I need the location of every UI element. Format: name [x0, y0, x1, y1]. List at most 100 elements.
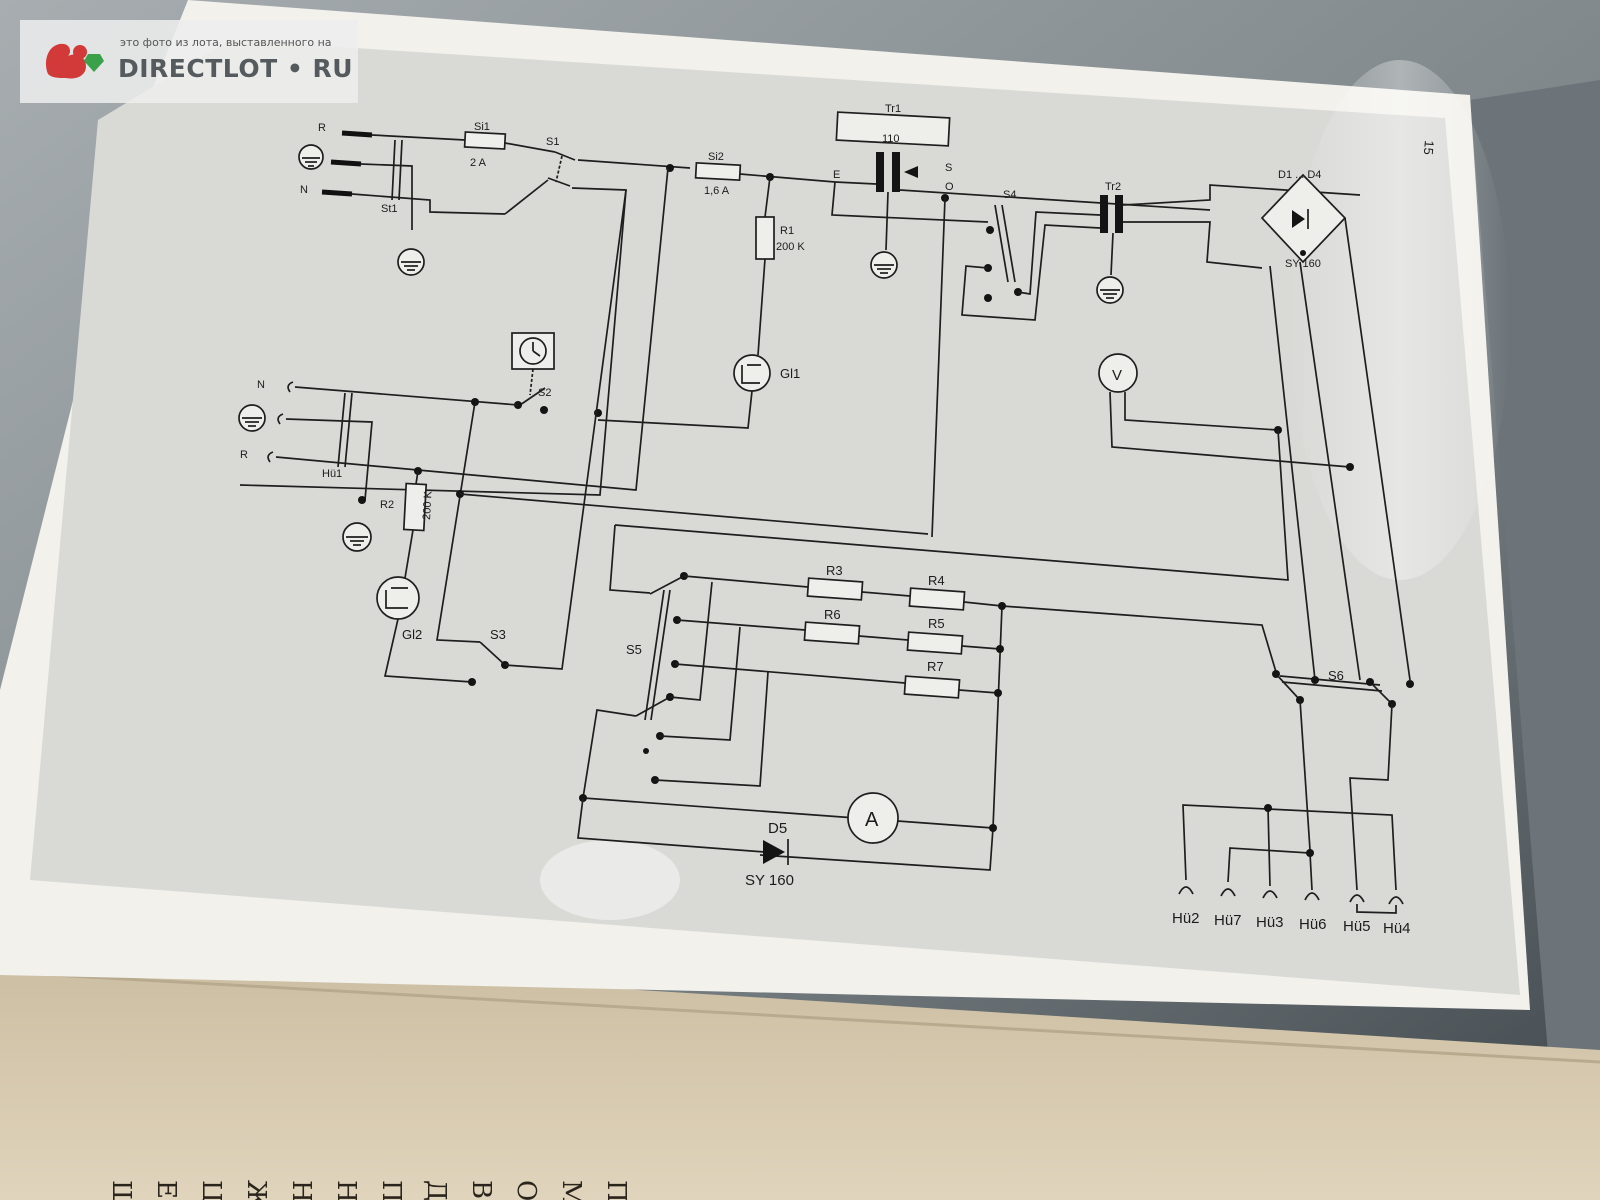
wire: [831, 181, 989, 223]
ground-icon: [298, 144, 324, 170]
book-glyph: Ц: [196, 1180, 226, 1200]
output-socket: [1349, 894, 1365, 903]
ground-icon: [238, 404, 266, 432]
wire: [654, 671, 769, 787]
junction: [643, 748, 649, 754]
plug-pin: [330, 159, 362, 167]
mains-neutral-label: N: [300, 184, 308, 196]
wire: [614, 429, 1289, 581]
plug-pin: [321, 189, 353, 197]
junction: [1272, 670, 1280, 678]
wire: [582, 709, 994, 829]
resistor-r6-label: R6: [824, 607, 841, 622]
fuse-si1-label: Si1: [474, 121, 490, 133]
diode-symbol: [1292, 210, 1305, 228]
wire: [1110, 232, 1114, 276]
ground-icon: [870, 251, 898, 279]
wire: [1017, 211, 1101, 295]
switch-s5: [644, 589, 665, 721]
resistor-r2-label: R2: [380, 499, 394, 511]
transformer-tr1-tap: 110: [882, 133, 900, 145]
transformer-tr2-core: [1115, 195, 1123, 233]
wire: [899, 189, 1211, 211]
wire: [597, 390, 753, 429]
wire: [275, 167, 669, 491]
junction: [989, 824, 997, 832]
book-page: [0, 950, 1600, 1200]
wire: [285, 418, 373, 501]
junction: [540, 406, 548, 414]
wire: [683, 575, 809, 588]
junction: [1306, 849, 1314, 857]
junction: [998, 602, 1006, 610]
socket-neutral-label: N: [257, 379, 265, 391]
glow-lamp-gl1: [733, 354, 771, 392]
switch-s1: [554, 151, 576, 161]
resistor-r3: [806, 577, 864, 601]
switch-s5: [650, 589, 671, 721]
plug-pin: [341, 130, 373, 138]
resistor-r6: [803, 621, 861, 645]
book-page-edge: [0, 970, 1600, 1064]
switch-s5-arm: [635, 696, 671, 717]
wire: [1227, 847, 1313, 891]
switch-s6-label: S6: [1328, 668, 1344, 683]
wire: [739, 173, 836, 183]
fuse-si2: [694, 161, 742, 182]
book-glyph: Ш: [106, 1180, 136, 1200]
watermark-caption: это фото из лота, выставленного на: [120, 36, 332, 49]
wire: [759, 605, 1003, 871]
switch-s6: [1279, 675, 1381, 686]
book-glyph: Е: [151, 1180, 181, 1199]
schematic-print-area: [30, 40, 1520, 995]
switch-s3: [479, 641, 505, 665]
junction: [986, 226, 994, 234]
output-socket: [1388, 896, 1404, 905]
wire: [504, 179, 549, 215]
wire: [885, 191, 889, 251]
book-glyph: П: [601, 1180, 631, 1200]
wire: [958, 689, 999, 694]
rectifier-part: SY 160: [1285, 258, 1321, 270]
wire: [504, 142, 556, 153]
switch-s6: [1281, 681, 1383, 692]
transformer-tr1-tap-arrow: [904, 166, 918, 178]
fuse-si2-label: Si2: [708, 151, 724, 163]
transformer-tr1-core: [892, 152, 900, 192]
squirrel-logo-icon: [45, 43, 104, 79]
ammeter-symbol: A: [865, 809, 879, 831]
wire: [1123, 221, 1263, 269]
junction: [471, 398, 479, 406]
wire: [861, 591, 911, 597]
resistor-r7-label: R7: [927, 659, 944, 674]
output-label: Hü2: [1172, 910, 1200, 927]
wire: [294, 386, 519, 406]
wire: [351, 193, 506, 215]
wire: [1349, 703, 1393, 891]
ground-icon: [342, 522, 372, 552]
wire: [676, 619, 806, 631]
wire: [659, 626, 741, 741]
junction: [984, 294, 992, 302]
transformer-tr1-core: [876, 152, 884, 192]
wire: [1344, 217, 1411, 681]
wire: [1299, 261, 1361, 681]
wire: [459, 493, 929, 535]
wire: [961, 645, 1001, 650]
diode-d5: [763, 840, 785, 864]
glow-lamp-gl2-label: Gl2: [402, 627, 422, 642]
socket-output: N R Hü1: [238, 379, 353, 480]
wire: [1124, 392, 1279, 431]
glow-lamp-gl2: [376, 576, 420, 620]
diode-d5-label: D5: [768, 820, 787, 837]
transformer-tr2-label: Tr2: [1105, 181, 1121, 193]
book-glyph: Н: [286, 1180, 316, 1200]
wire: [383, 618, 473, 683]
junction: [1406, 680, 1414, 688]
switch-s4: [1001, 204, 1016, 283]
ammeter: A: [847, 792, 899, 844]
wire: [669, 581, 713, 701]
book-glyph: В: [466, 1180, 496, 1199]
resistor-r2: [402, 482, 428, 532]
